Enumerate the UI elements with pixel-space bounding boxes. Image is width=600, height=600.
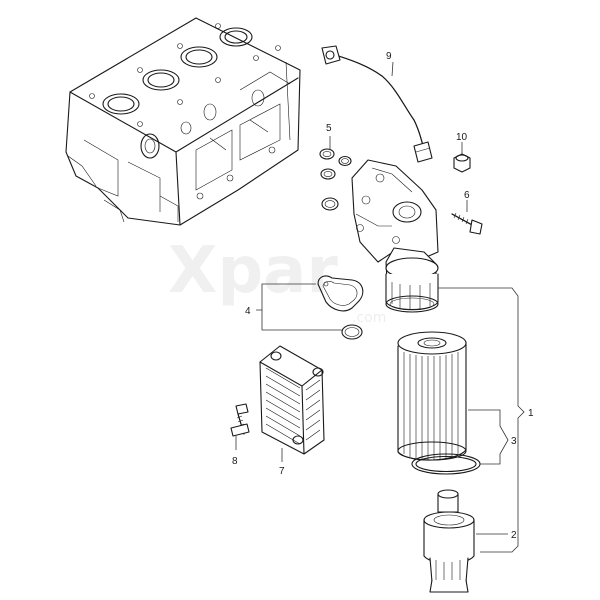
oil-filter-cap xyxy=(423,489,475,593)
callout-1: 1 xyxy=(528,408,534,419)
callout-5: 5 xyxy=(326,123,332,134)
callout-6: 6 xyxy=(464,190,470,201)
oil-filter-housing xyxy=(351,159,439,313)
callout-4: 4 xyxy=(245,306,251,317)
callout-2: 2 xyxy=(511,530,517,541)
bolt-6 xyxy=(451,212,483,235)
callout-7: 7 xyxy=(279,466,285,477)
cap-o-ring xyxy=(411,453,481,475)
watermark-text: Xpar xyxy=(168,234,338,308)
callout-9: 9 xyxy=(386,51,392,62)
callout-10: 10 xyxy=(456,132,468,143)
o-ring-set xyxy=(319,148,352,211)
callout-3: 3 xyxy=(511,436,517,447)
oil-filter-element xyxy=(397,331,467,461)
bolt-8 xyxy=(230,403,250,437)
watermark-subtext: .com xyxy=(352,310,386,326)
coolant-hose xyxy=(321,45,433,163)
oil-cooler xyxy=(259,345,325,455)
engine-block xyxy=(65,17,301,226)
gasket-set xyxy=(317,275,364,340)
callout-8: 8 xyxy=(232,456,238,467)
leader-lines xyxy=(235,61,525,553)
cap-nut xyxy=(453,153,471,173)
